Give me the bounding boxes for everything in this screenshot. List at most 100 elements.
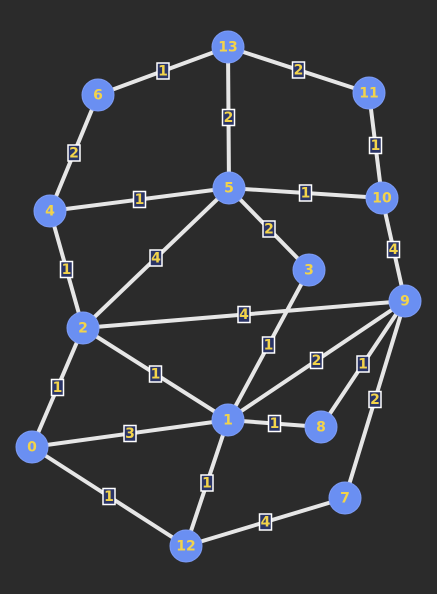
weight-label: 2 xyxy=(312,353,322,369)
node-2: 2 xyxy=(66,311,100,345)
edge-weight-10-9: 4 xyxy=(386,240,401,259)
weight-label: 4 xyxy=(239,307,249,323)
edge-weight-2-0: 1 xyxy=(50,378,65,397)
weight-label: 1 xyxy=(202,476,212,492)
node-circle xyxy=(328,481,362,515)
node-label: 6 xyxy=(93,88,103,104)
weight-box xyxy=(262,220,276,238)
node-10: 10 xyxy=(365,181,399,215)
node-circle xyxy=(33,194,67,228)
weight-box xyxy=(356,355,370,373)
weight-box xyxy=(258,513,273,531)
node-label: 2 xyxy=(78,321,88,337)
weight-box xyxy=(368,136,383,155)
node-7: 7 xyxy=(328,481,362,515)
node-5: 5 xyxy=(212,171,246,205)
node-circle xyxy=(15,430,49,464)
node-label: 10 xyxy=(372,191,392,207)
edge-weight-4-5: 1 xyxy=(132,190,147,209)
weight-box xyxy=(123,424,137,443)
edge-weight-2-9: 4 xyxy=(237,305,251,324)
edge-weight-4-2: 1 xyxy=(59,260,74,279)
node-label: 1 xyxy=(223,413,233,429)
weight-label: 1 xyxy=(371,138,381,154)
weight-box xyxy=(267,414,282,433)
weight-label: 2 xyxy=(370,392,380,408)
weight-label: 2 xyxy=(69,146,79,162)
node-circle xyxy=(292,253,326,287)
edge-weight-11-10: 1 xyxy=(368,136,383,155)
weight-box xyxy=(200,474,214,492)
edge-weight-9-7: 2 xyxy=(368,390,382,409)
node-13: 13 xyxy=(211,30,245,64)
weight-box xyxy=(309,351,324,370)
edge-weight-13-11: 2 xyxy=(291,61,306,79)
edge-weight-13-5: 2 xyxy=(221,108,236,127)
node-circle xyxy=(211,403,245,437)
weight-box xyxy=(156,62,170,80)
edge-weight-9-1: 2 xyxy=(309,351,324,370)
edge-weight-9-8: 1 xyxy=(356,355,370,373)
weight-label: 1 xyxy=(158,64,168,80)
weight-box xyxy=(261,336,276,354)
node-label: 3 xyxy=(304,263,314,279)
weight-label: 1 xyxy=(62,262,72,278)
weight-label: 2 xyxy=(264,222,274,238)
node-circle xyxy=(352,76,386,110)
edge-weight-5-3: 2 xyxy=(262,220,276,238)
node-label: 11 xyxy=(359,86,378,102)
weight-box xyxy=(102,487,116,506)
node-circle xyxy=(169,529,203,563)
node-9: 9 xyxy=(388,284,422,318)
node-6: 6 xyxy=(81,78,115,112)
weight-label: 1 xyxy=(104,489,114,505)
weight-label: 3 xyxy=(125,426,135,442)
weight-label: 1 xyxy=(264,338,274,354)
node-circle xyxy=(212,171,246,205)
node-1: 1 xyxy=(211,403,245,437)
node-label: 4 xyxy=(45,204,55,220)
node-0: 0 xyxy=(15,430,49,464)
weight-box xyxy=(132,190,147,209)
edge-weight-5-10: 1 xyxy=(298,184,313,202)
weight-label: 1 xyxy=(135,192,145,208)
node-label: 0 xyxy=(27,440,37,456)
node-circle xyxy=(388,284,422,318)
node-label: 13 xyxy=(218,40,237,56)
weight-label: 4 xyxy=(261,515,271,531)
node-circle xyxy=(304,410,338,444)
weight-label: 2 xyxy=(294,63,304,79)
node-circle xyxy=(81,78,115,112)
edges-layer xyxy=(30,45,407,548)
edge-weight-2-1: 1 xyxy=(148,365,163,383)
edge-weight-12-7: 4 xyxy=(258,513,273,531)
edge-weight-6-13: 1 xyxy=(156,62,170,80)
weight-label: 1 xyxy=(358,357,368,373)
node-3: 3 xyxy=(292,253,326,287)
weight-box xyxy=(50,378,65,397)
weight-label: 1 xyxy=(53,380,63,396)
edge-weight-6-4: 2 xyxy=(67,144,81,162)
weight-box xyxy=(149,249,163,267)
weight-label: 1 xyxy=(151,367,161,383)
weight-label: 4 xyxy=(151,251,161,267)
node-label: 12 xyxy=(176,539,195,555)
edge-weight-5-2: 4 xyxy=(149,249,163,267)
weight-box xyxy=(386,240,401,259)
weight-box xyxy=(237,305,251,324)
node-4: 4 xyxy=(33,194,67,228)
edge-weight-0-1: 3 xyxy=(123,424,137,443)
node-11: 11 xyxy=(352,76,386,110)
edge-weight-1-12: 1 xyxy=(200,474,214,492)
weight-box xyxy=(148,365,163,383)
weight-box xyxy=(298,184,313,202)
node-label: 8 xyxy=(316,420,326,436)
node-8: 8 xyxy=(304,410,338,444)
weight-label: 1 xyxy=(301,186,311,202)
weight-label: 2 xyxy=(224,110,234,126)
edge-weight-1-8: 1 xyxy=(267,414,282,433)
edge-weight-0-12: 1 xyxy=(102,487,116,506)
